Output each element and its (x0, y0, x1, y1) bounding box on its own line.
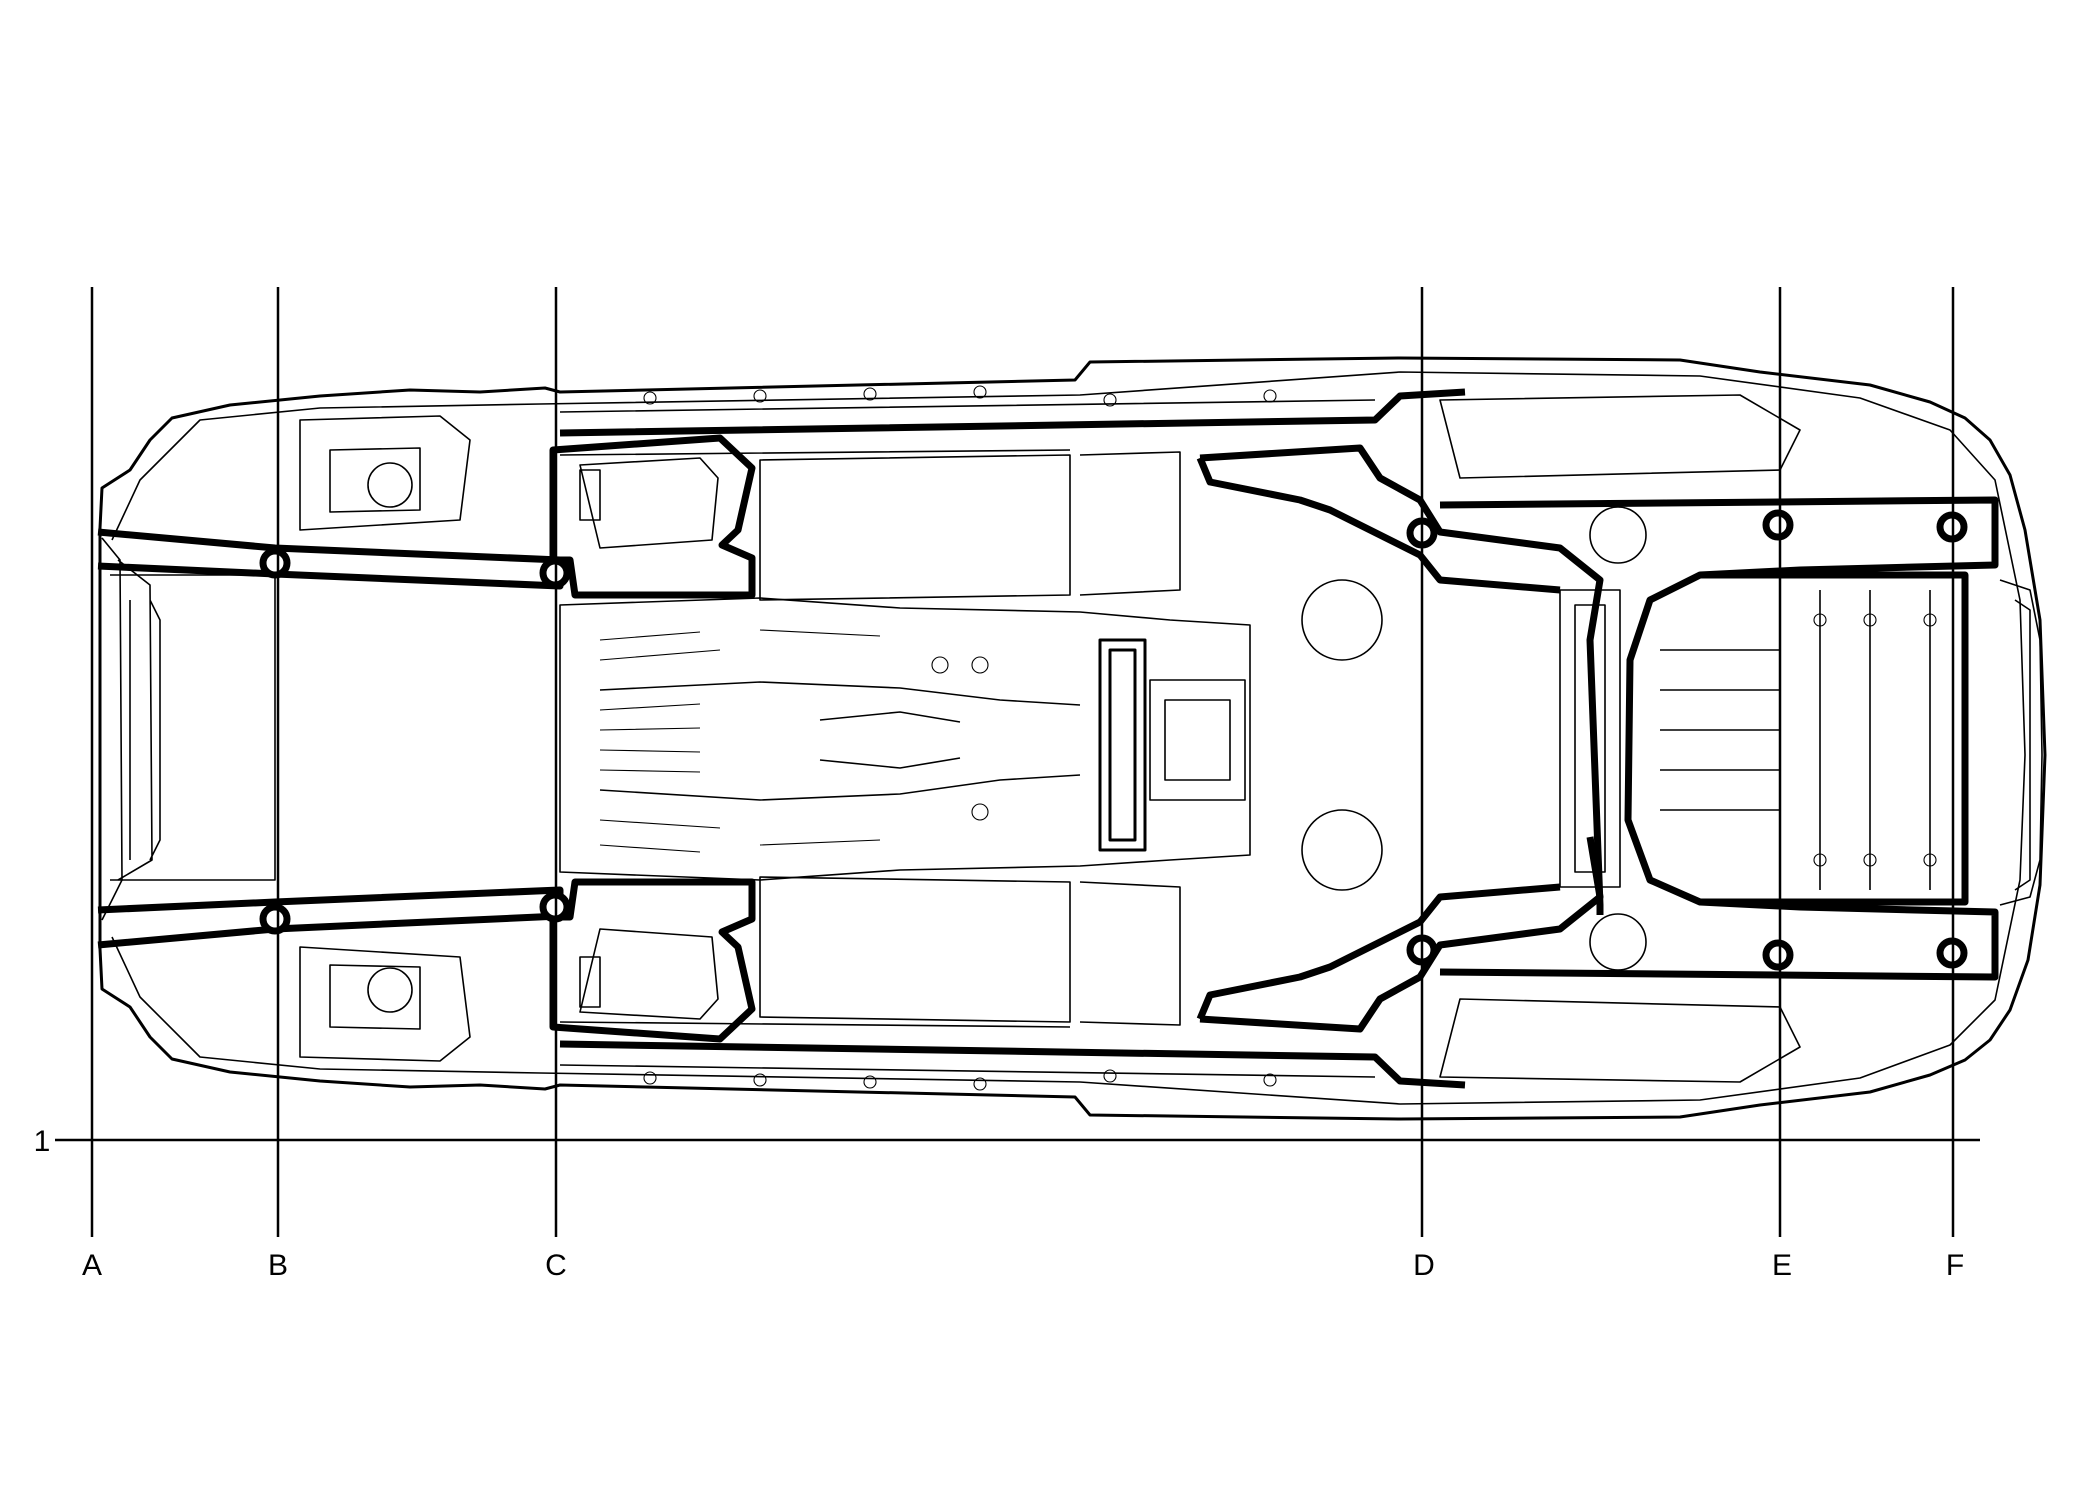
rear-frame-upper (1439, 496, 1999, 579)
label-a: A (82, 1249, 102, 1282)
body-inner-outline (111, 371, 2026, 1105)
rocker-upper-inner (559, 399, 1376, 456)
rocker-lower (559, 1040, 1466, 1089)
front-crossmember (110, 574, 276, 881)
rear-floor-ribs (1660, 590, 1931, 890)
rear-rail-upper (1199, 444, 1604, 915)
seat-rail-lower (759, 876, 1181, 1026)
center-opening-lower (1301, 809, 1383, 891)
label-f: F (1946, 1249, 1964, 1282)
front-mount-lower (367, 967, 413, 1013)
seat-rail-upper (759, 451, 1181, 601)
torque-box-upper (549, 434, 756, 599)
rear-rail-upper-outer (1196, 456, 1561, 594)
rear-crossmember (1559, 589, 1621, 888)
body-outline (98, 356, 2047, 1121)
floor-ribs (599, 629, 881, 853)
label-d: D (1413, 1249, 1435, 1282)
front-rail-upper (97, 528, 564, 590)
rear-frame-lower (1439, 898, 1999, 981)
vehicle-underbody (97, 356, 2047, 1121)
front-wheelwell-upper (299, 415, 471, 531)
rear-fascia (1999, 579, 2043, 906)
rear-floor-tub (1624, 571, 1969, 906)
torque-box-upper-detail (579, 457, 719, 549)
fastener-holes (643, 385, 1937, 1091)
reference-lines (55, 287, 1980, 1237)
rear-wheelwell-lower (1439, 998, 1801, 1083)
center-opening-upper (1301, 579, 1383, 661)
rear-rail-lower-outer (1196, 883, 1561, 1021)
front-rail-lower (97, 886, 564, 949)
label-e: E (1772, 1249, 1792, 1282)
front-fascia (101, 537, 161, 921)
measurement-point-b-upper (259, 547, 291, 579)
label-c: C (545, 1249, 567, 1282)
strut-tower-upper (1589, 506, 1647, 564)
tunnel (599, 681, 1081, 801)
reference-labels: A B C D E F 1 (34, 1125, 1965, 1282)
rear-wheelwell-upper (1439, 394, 1801, 479)
measurement-point-e-upper (1762, 509, 1794, 541)
center-bracket (1149, 679, 1246, 801)
label-1: 1 (34, 1125, 51, 1158)
torque-box-lower-detail (579, 928, 719, 1020)
strut-tower-lower (1589, 913, 1647, 971)
rocker-lower-inner (559, 1021, 1376, 1078)
front-wheelwell-lower (299, 946, 471, 1062)
label-b: B (268, 1249, 288, 1282)
measurement-point-b-lower (259, 903, 291, 935)
measurement-point-e-lower (1762, 939, 1794, 971)
front-mount-upper (367, 462, 413, 508)
center-crossbrace (1098, 638, 1147, 852)
rocker-upper (559, 388, 1466, 437)
